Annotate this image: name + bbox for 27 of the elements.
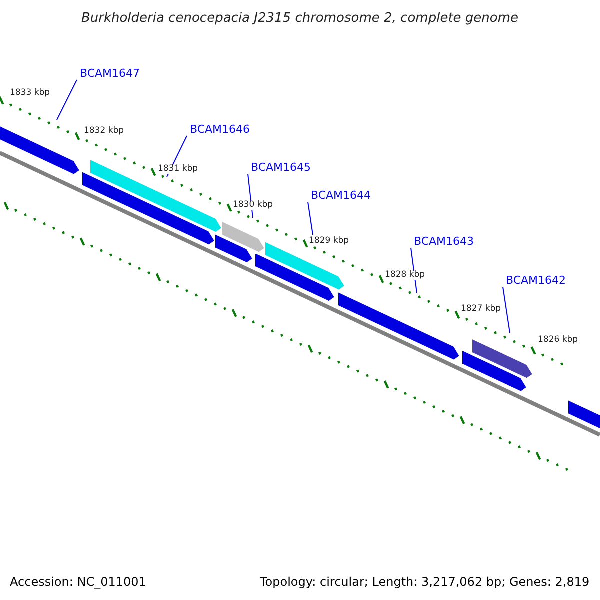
diagram-title: Burkholderia cenocepacia J2315 chromosome 2, complete genome (80, 12, 520, 25)
leader-line (308, 202, 314, 236)
leader-line (502, 286, 510, 334)
scale-label: 1833 kbp (10, 89, 50, 98)
gene-label: BCAM1647 (80, 68, 140, 79)
scale-label: 1826 kbp (538, 336, 578, 344)
gene-feature (222, 220, 266, 254)
gene-label: BCAM1642 (506, 275, 566, 286)
gene-label: BCAM1644 (311, 190, 372, 201)
scale-label: 1828 kbp (385, 271, 426, 280)
gene-feature (90, 158, 223, 234)
gene-feature (568, 399, 600, 432)
gene-feature (472, 338, 534, 380)
gene-feature (214, 233, 254, 264)
scale-label: 1829 kbp (309, 237, 350, 246)
scale-label: 1831 kbp (158, 165, 198, 174)
scale-label: 1827 kbp (461, 305, 502, 314)
gene-label: BCAM1643 (414, 236, 474, 247)
footer-note: Accession: NC_011001 (10, 576, 146, 588)
gene-feature (462, 349, 528, 392)
gene-feature (338, 291, 461, 361)
gene-label: BCAM1645 (251, 162, 312, 173)
gene-feature (254, 252, 336, 302)
scale-label: 1832 kbp (84, 127, 124, 136)
footer-note: Topology: circular; Length: 3,217,062 bp; Genes: 2,819 (260, 576, 590, 588)
gene-label: BCAM1646 (190, 124, 250, 135)
scale-label: 1830 kbp (233, 201, 274, 210)
